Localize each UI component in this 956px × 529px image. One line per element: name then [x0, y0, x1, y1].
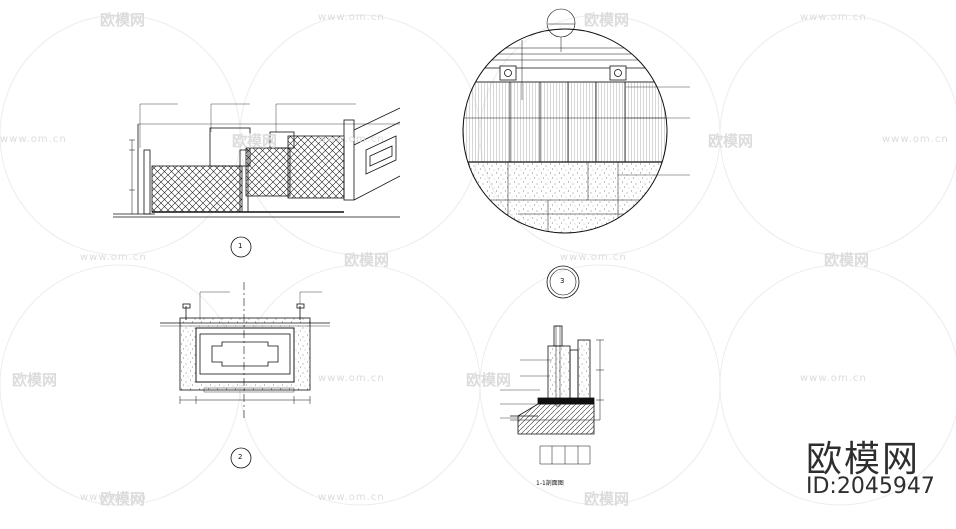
watermark-brand: 欧模网 [12, 371, 58, 389]
watermark-brand: 欧模网 [824, 251, 870, 269]
stamp-brand: 欧模网 [806, 439, 921, 480]
watermark-site: www.om.cn [318, 12, 385, 23]
detail-1-number: 1 [238, 242, 243, 250]
watermark-site: www.om.cn [800, 12, 867, 23]
watermark-site: www.om.cn [560, 252, 627, 263]
watermark-site: www.om.cn [882, 134, 949, 145]
watermark-circles [0, 14, 956, 506]
watermark-brand: 欧模网 [232, 132, 278, 150]
watermark-brand: 欧模网 [466, 371, 512, 389]
watermark-brand: 欧模网 [100, 11, 146, 29]
watermark-brand: 欧模网 [584, 490, 630, 508]
detail-3-number: 3 [560, 277, 565, 285]
watermark-brand: 欧模网 [344, 251, 390, 269]
detail-2-plan [160, 282, 330, 469]
watermark-site: www.om.cn [0, 134, 67, 145]
watermark-site: www.om.cn [80, 492, 147, 503]
section-1-1 [500, 325, 604, 465]
stamp-id: ID:2045947 [806, 474, 935, 499]
watermark-brand: 欧模网 [584, 11, 630, 29]
watermark-brand: 欧模网 [100, 490, 146, 508]
detail-2-number: 2 [238, 453, 243, 461]
watermark-site: www.om.cn [318, 492, 385, 503]
watermark-site: www.om.cn [318, 373, 385, 384]
detail-3-enlarged [462, 8, 690, 299]
watermark-brand: 欧模网 [708, 132, 754, 150]
detail-1-elevation [113, 103, 401, 258]
watermark-site: www.om.cn [80, 252, 147, 263]
watermark-site: www.om.cn [318, 134, 385, 145]
section-title: 1-1剖面图 [536, 480, 564, 487]
watermark-site: www.om.cn [800, 373, 867, 384]
